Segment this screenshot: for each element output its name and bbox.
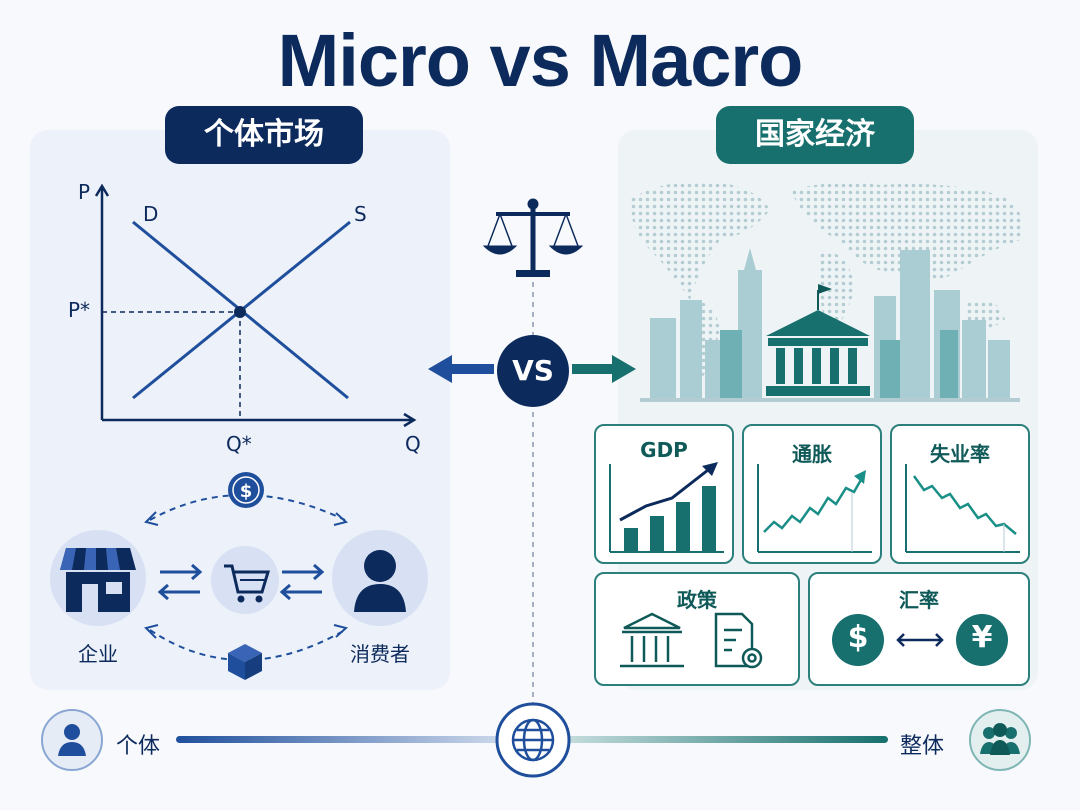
dollar-symbol: $ <box>847 620 869 655</box>
q-axis-label: Q <box>405 432 421 456</box>
currency-exchange-icon <box>832 614 1008 666</box>
policy-icons <box>620 612 763 669</box>
individual-label: 个体 <box>116 734 161 759</box>
micro-pill: 个体市场 <box>165 106 363 164</box>
supply-label: S <box>354 202 367 226</box>
p-axis-label: P <box>78 180 91 204</box>
dollar-coin-icon <box>832 614 884 666</box>
demand-label: D <box>143 202 159 226</box>
macro-pill: 国家经济 <box>716 106 914 164</box>
unemployment-line-chart-icon <box>905 464 1020 553</box>
vs-text: VS <box>512 354 554 387</box>
p-star-label: P* <box>68 298 91 322</box>
exchange-rate-label: 汇率 <box>899 588 939 612</box>
policy-label: 政策 <box>677 588 717 612</box>
inflation-card: 通胀 <box>742 424 882 564</box>
inflation-label: 通胀 <box>792 442 832 466</box>
q-star-label: Q* <box>226 432 252 456</box>
unemployment-card: 失业率 <box>890 424 1030 564</box>
yen-symbol: ¥ <box>971 620 993 655</box>
individual-icon <box>41 709 103 771</box>
balance-scale-icon <box>482 198 584 277</box>
unemployment-label: 失业率 <box>930 442 990 466</box>
globe-icon <box>495 702 571 778</box>
gdp-label: GDP <box>640 438 688 462</box>
policy-card: 政策 <box>594 572 800 686</box>
exchange-rate-card: 汇率 $ ¥ <box>808 572 1030 686</box>
document-gear-icon <box>714 612 763 669</box>
page-title: Micro vs Macro <box>277 19 804 102</box>
consumer-label: 消费者 <box>350 642 410 666</box>
inflation-line-chart-icon <box>757 464 872 553</box>
whole-label: 整体 <box>900 734 945 759</box>
firm-label: 企业 <box>78 642 118 666</box>
bank-icon <box>620 612 684 668</box>
gdp-bar-chart-icon <box>609 462 724 553</box>
micro-panel <box>30 130 450 690</box>
gdp-card: GDP <box>594 424 734 564</box>
yen-coin-icon <box>956 614 1008 666</box>
group-icon <box>969 709 1031 771</box>
